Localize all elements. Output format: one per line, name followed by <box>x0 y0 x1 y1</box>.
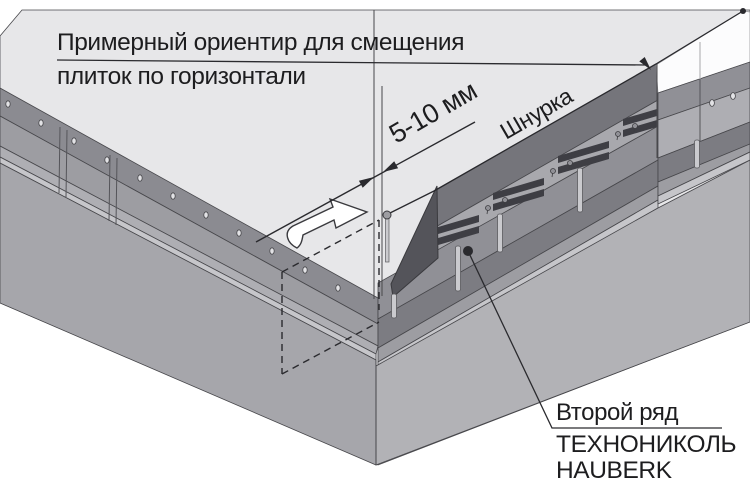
plinth-top-rightend <box>657 151 750 205</box>
first-row-dark-rightend <box>657 61 750 121</box>
corner-nail <box>382 210 392 263</box>
dashed-tile-outline <box>281 219 380 375</box>
fold-arrow-icon <box>286 197 369 249</box>
tile-nails <box>485 123 638 215</box>
tile-joint-right <box>699 42 736 142</box>
string-line <box>387 10 744 215</box>
nail <box>709 99 715 107</box>
band-mid-rightend <box>657 143 750 197</box>
callout-line1: Второй ряд <box>556 399 679 426</box>
band-shadow-rightend <box>657 121 750 183</box>
callout-dot <box>463 246 473 256</box>
guide-annotation: Примерный ориентир для смещения плиток п… <box>56 29 651 90</box>
first-row-nails-left <box>5 100 341 292</box>
second-row-callout: Второй ряд ТЕХНОНИКОЛЬ HAUBERK <box>463 246 737 484</box>
nail <box>730 92 736 100</box>
support-pin-corner <box>391 293 397 319</box>
dimension-arrow <box>255 121 476 243</box>
support-pins <box>455 139 700 292</box>
callout-line2: ТЕХНОНИКОЛЬ <box>556 431 736 458</box>
guide-label-line2: плиток по горизонтали <box>57 63 306 90</box>
string-end-dot <box>740 8 746 14</box>
guide-label-line1: Примерный ориентир для смещения <box>57 29 464 56</box>
tile-joints-left <box>58 126 118 226</box>
first-row-tab-rightend <box>657 87 750 159</box>
callout-leader-line <box>467 250 722 429</box>
guide-leader-arrowhead <box>639 57 651 70</box>
callout-line3: HAUBERK <box>556 457 673 484</box>
guide-leader-line <box>56 59 647 66</box>
